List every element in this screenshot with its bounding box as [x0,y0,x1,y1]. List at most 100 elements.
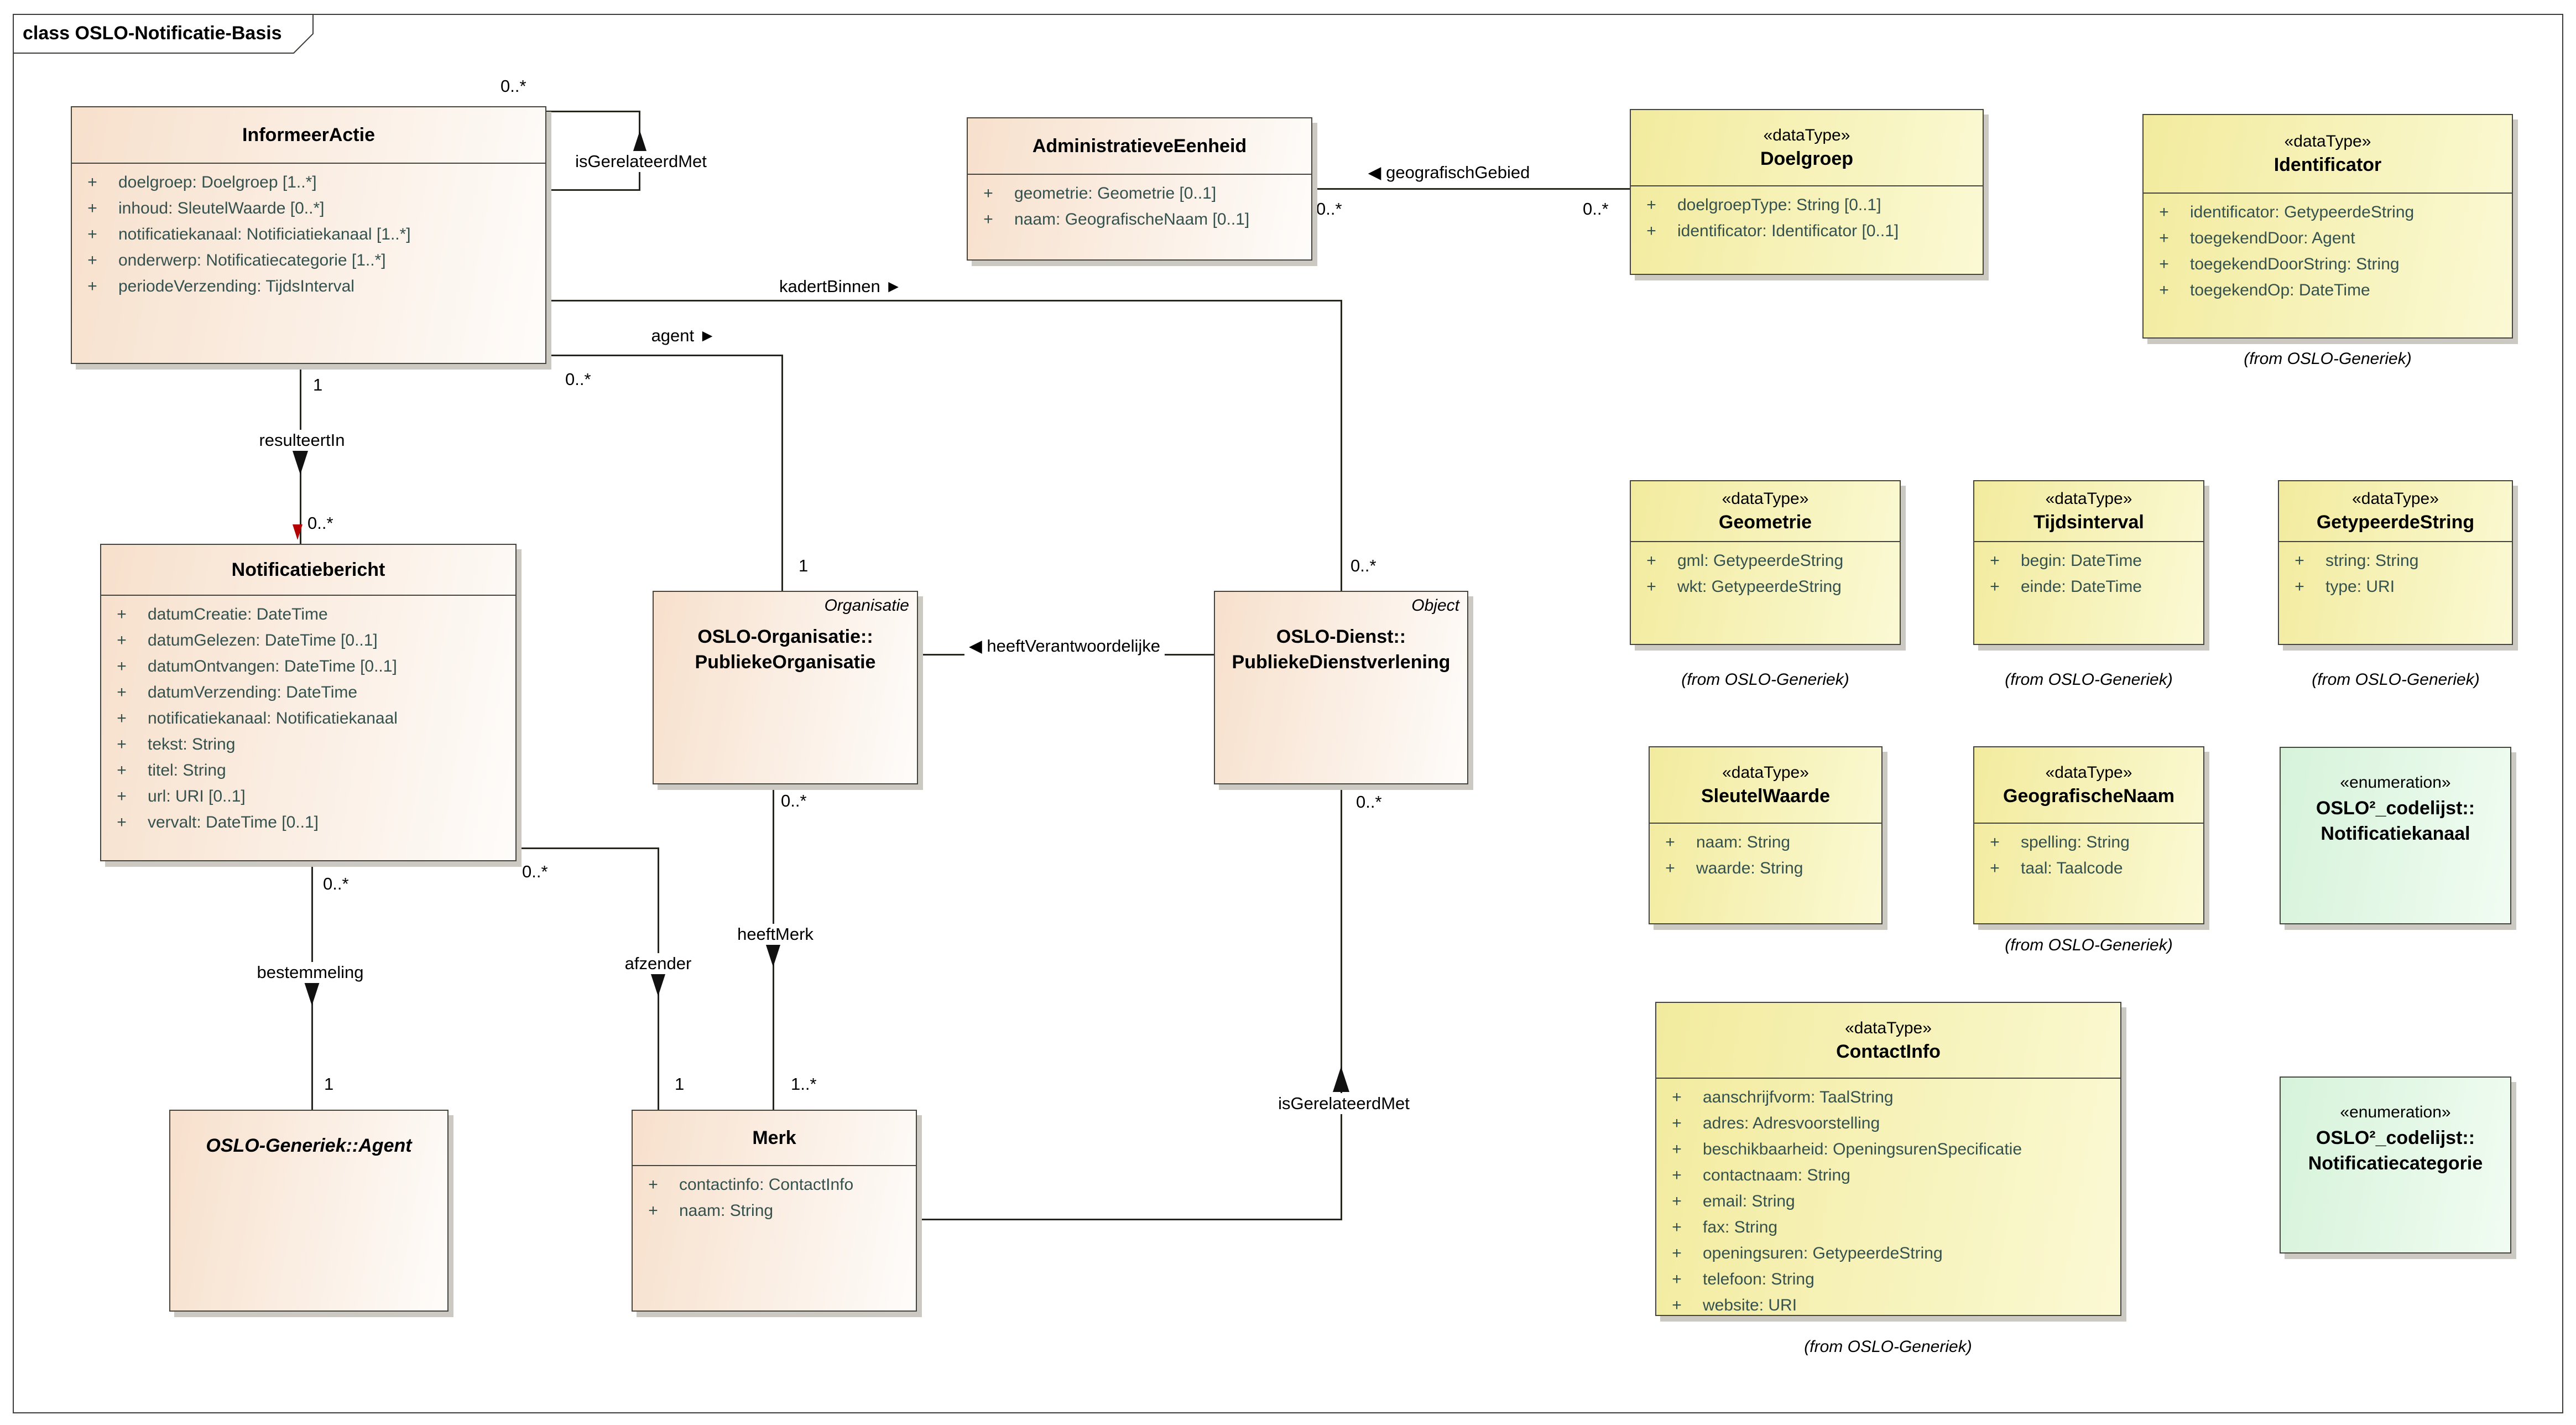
attribute: +einde: DateTime [1974,574,2203,600]
multiplicity-isgerelateerdmet-self: 0..* [500,76,526,96]
attribute-text: vervalt: DateTime [0..1] [148,813,319,831]
datatype-geometrie[interactable]: «dataType» Geometrie +gml: GetypeerdeStr… [1630,480,1901,645]
class-name: Doelgroep [1760,148,1854,169]
visibility-marker: + [2159,202,2169,221]
attribute: +onderwerp: Notificatiecategorie [1..*] [72,247,545,273]
class-header: «dataType» Identificator [2144,115,2512,194]
visibility-marker: + [648,1175,658,1194]
attribute: +doelgroep: Doelgroep [1..*] [72,169,545,195]
attribute: +openingsuren: GetypeerdeString [1656,1240,2120,1266]
attribute-text: notificatiekanaal: Notificatiekanaal [148,709,398,727]
association-label-geografischgebied: ◀ geografischGebied [1363,162,1535,183]
visibility-marker: + [2295,577,2304,596]
arrow-isgerelateerdmet-merk-up-icon [1333,1067,1349,1092]
class-header: Merk [633,1111,916,1166]
datatype-sleutelwaarde[interactable]: «dataType» SleutelWaarde +naam: String+w… [1649,746,1883,924]
visibility-marker: + [1672,1114,1682,1132]
attribute: +naam: String [633,1198,916,1224]
visibility-marker: + [1672,1166,1682,1184]
attribute: +taal: Taalcode [1974,855,2203,881]
visibility-marker: + [117,735,127,753]
arrow-resulteertin-end-red-icon [293,524,303,540]
class-administratieveeenheid[interactable]: AdministratieveEenheid + geometrie: Geome… [967,117,1312,261]
attribute-text: spelling: String [2021,833,2130,851]
class-name: OSLO-Dienst:: PubliekeDienstverlening [1215,624,1467,675]
class-agent[interactable]: OSLO-Generiek::Agent [169,1110,449,1312]
class-name: GeografischeNaam [2003,786,2175,807]
class-name-line1: OSLO²_codelijst:: [2316,1127,2475,1148]
visibility-marker: + [1672,1218,1682,1236]
visibility-marker: + [1672,1140,1682,1158]
from-note: (from OSLO-Generiek) [2005,670,2173,689]
attribute: +tekst: String [101,731,515,757]
visibility-marker: + [87,277,97,295]
multiplicity-bestemmeling-source: 0..* [323,874,349,893]
class-name-line1: OSLO²_codelijst:: [2316,798,2475,819]
attribute: +string: String [2279,548,2512,574]
class-notificatiebericht[interactable]: Notificatiebericht +datumCreatie: DateTi… [100,544,517,861]
attribute-text: telefoon: String [1703,1270,1814,1288]
visibility-marker: + [1672,1192,1682,1210]
datatype-tijdsinterval[interactable]: «dataType» Tijdsinterval +begin: DateTim… [1973,480,2204,645]
class-merk[interactable]: Merk +contactinfo: ContactInfo+naam: Str… [632,1110,917,1312]
attribute: +identificator: GetypeerdeString [2144,199,2512,225]
attribute-text: naam: String [679,1201,774,1220]
enumeration-notificatiecategorie[interactable]: «enumeration» OSLO²_codelijst:: Notifica… [2280,1076,2511,1254]
attribute: +naam: String [1650,829,1881,855]
attribute: + notificatiekanaal: Notificatiekanaal [101,705,515,731]
attribute: +datumOntvangen: DateTime [0..1] [101,653,515,679]
tab-shape-icon [13,14,314,54]
datatype-identificator[interactable]: «dataType» Identificator +identificator:… [2142,114,2513,339]
line-isgerelateerdmet-merk-v [1341,784,1342,1220]
attribute-list: +string: String+type: URI [2279,542,2512,644]
attribute-text: toegekendDoor: Agent [2190,228,2355,247]
attribute: + geometrie: Geometrie [0..1] [968,180,1311,206]
attribute-text: naam: String [1696,833,1791,851]
visibility-marker: + [117,761,127,779]
class-header: «dataType» GeografischeNaam [1974,747,2203,824]
class-name: GetypeerdeString [2316,512,2475,533]
attribute: +naam: GeografischeNaam [0..1] [968,206,1311,232]
visibility-marker: + [1672,1296,1682,1314]
class-header: «dataType» Doelgroep [1631,110,1983,186]
visibility-marker: + [117,787,127,805]
class-name: OSLO-Organisatie:: PubliekeOrganisatie [654,624,917,675]
stereotype: «enumeration» [2340,773,2451,792]
attribute-text: naam: GeografischeNaam [0..1] [1014,210,1250,228]
datatype-geografischenaam[interactable]: «dataType» GeografischeNaam +spelling: S… [1973,746,2204,924]
class-name-line2: Notificatiekanaal [2321,823,2470,844]
arrow-bestemmeling-down-icon [304,980,320,1006]
stereotype: «dataType» [1722,490,1809,508]
class-publiekeorganisatie[interactable]: Organisatie OSLO-Organisatie:: PubliekeO… [653,591,918,784]
class-header: «dataType» ContactInfo [1656,1003,2120,1079]
visibility-marker: + [1672,1270,1682,1288]
class-publiekedienstverlening[interactable]: Object OSLO-Dienst:: PubliekeDienstverle… [1214,591,1468,784]
attribute: +datumCreatie: DateTime [101,601,515,627]
multiplicity-agent-target: 1 [799,556,809,575]
attribute-list: +spelling: String+taal: Taalcode [1974,824,2203,923]
attribute: +adres: Adresvoorstelling [1656,1110,2120,1136]
stereotype: «enumeration» [2340,1103,2451,1121]
class-name: OSLO-Generiek::Agent [206,1135,412,1156]
attribute: +notificatiekanaal: Notificiatiekanaal [… [72,221,545,247]
association-label-resulteertin: resulteertIn [254,430,350,451]
attribute-text: beschikbaarheid: OpeningsurenSpecificati… [1703,1140,2022,1158]
datatype-contactinfo[interactable]: «dataType» ContactInfo +aanschrijfvorm: … [1655,1002,2121,1316]
datatype-doelgroep[interactable]: «dataType» Doelgroep +doelgroepType: Str… [1630,109,1984,275]
class-name: Identificator [2273,154,2382,175]
class-header: «dataType» Geometrie [1631,481,1900,542]
visibility-marker: + [117,709,127,727]
enumeration-notificatiekanaal[interactable]: «enumeration» OSLO²_codelijst:: Notifica… [2280,747,2511,924]
attribute-text: toegekendDoorString: String [2190,254,2400,273]
class-informeeractie[interactable]: InformeerActie +doelgroep: Doelgroep [1.… [71,106,546,364]
stereotype: «dataType» [2352,490,2439,508]
visibility-marker: + [983,184,993,202]
attribute-text: geometrie: Geometrie [0..1] [1014,184,1217,202]
class-name: Tijdsinterval [2033,512,2144,533]
attribute-text: openingsuren: GetypeerdeString [1703,1244,1943,1262]
association-label-isgerelateerdmet-self: isGerelateerdMet [571,151,711,172]
visibility-marker: + [1672,1088,1682,1106]
attribute-list: + geometrie: Geometrie [0..1] +naam: Geogr… [968,175,1311,259]
datatype-getypeerdestring[interactable]: «dataType» GetypeerdeString +string: Str… [2278,480,2513,645]
class-header: AdministratieveEenheid [968,118,1311,175]
